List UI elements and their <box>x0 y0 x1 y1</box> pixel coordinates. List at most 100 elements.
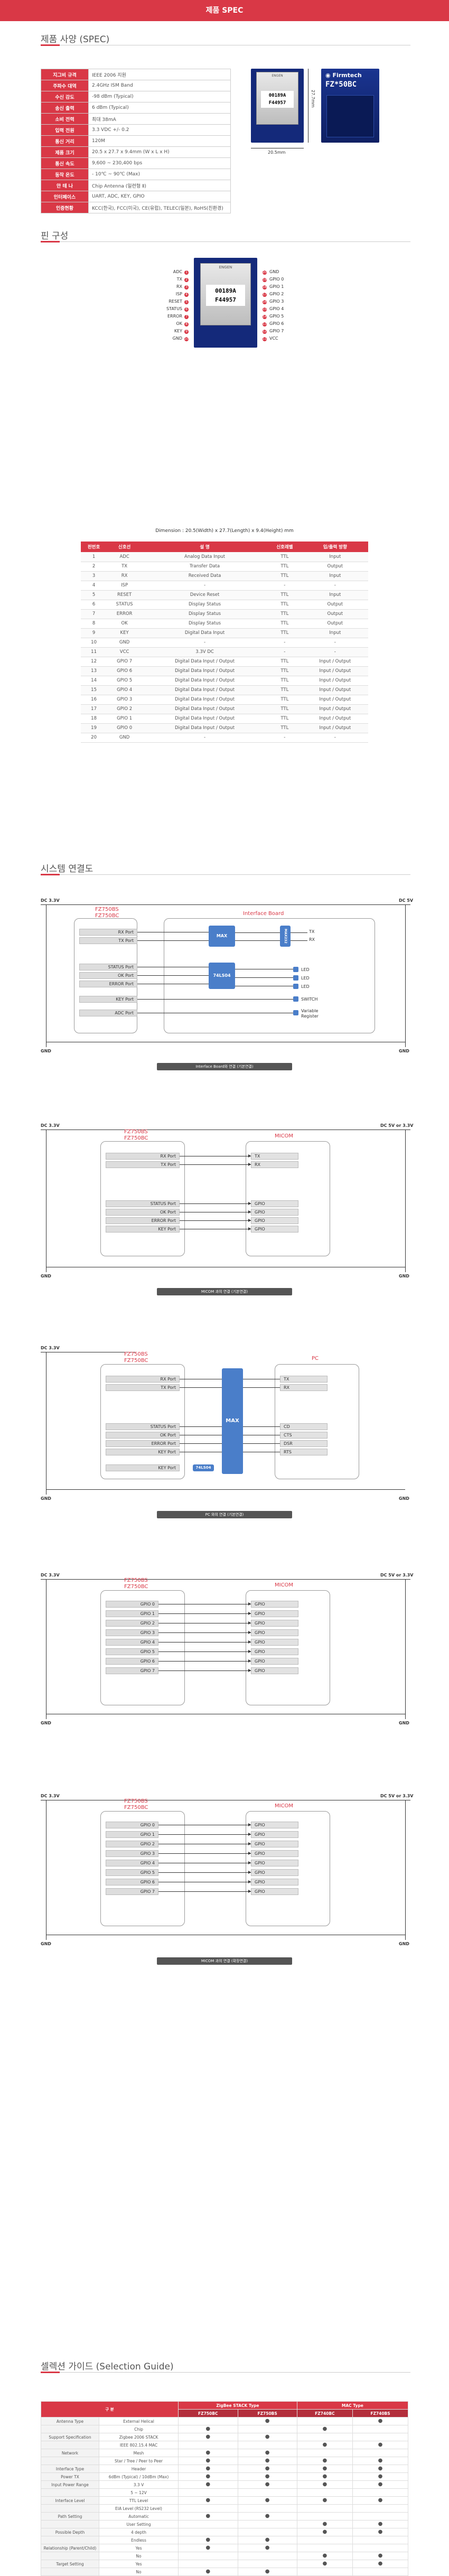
d5-arrow <box>248 1861 251 1864</box>
sel-mark: ● <box>178 2457 238 2465</box>
pin-table-cell: KEY <box>107 628 143 638</box>
d2-right: TX <box>251 1153 298 1160</box>
d4-port: GPIO 6 <box>106 1658 158 1665</box>
pin-right-dot <box>263 330 267 334</box>
d5-caption: MICOM 과의 연결 (확장연결) <box>157 1957 292 1965</box>
pin-right-label: GPIO 2 <box>269 292 284 296</box>
d3-max-chip: MAX <box>222 1368 243 1474</box>
pin-table-cell: 12 <box>81 657 107 667</box>
pin-table-cell: 3.3V DC <box>142 647 268 657</box>
pin-table-cell: Analog Data Input <box>142 552 268 562</box>
d1-tx-line <box>291 932 307 933</box>
d4-link <box>158 1632 251 1633</box>
pin-table-cell: TTL <box>267 704 302 714</box>
d4-dc33: DC 3.3V <box>41 1573 60 1578</box>
selection-divider <box>41 2372 410 2373</box>
sel-mark: ● <box>352 2528 408 2536</box>
sel-category: Network <box>41 2449 99 2457</box>
sel-mark: ● <box>296 2496 353 2505</box>
d4-arrow <box>248 1602 251 1606</box>
sel-option: 5 ~ 12V <box>99 2488 179 2497</box>
d2-link <box>180 1220 251 1221</box>
pin-table-cell: TTL <box>267 619 302 629</box>
dimension-text: Dimension : 20.5(Width) x 27.7(Length) x… <box>155 528 294 534</box>
d1-port: ADC Port <box>79 1010 137 1016</box>
d1-variable-icon <box>293 1010 298 1015</box>
spec-key: 송신 출력 <box>41 102 89 114</box>
sel-option: External Helical <box>99 2417 179 2425</box>
spec-key: 수신 감도 <box>41 91 89 102</box>
pin-table-cell: Digital Data Input / Output <box>142 695 268 705</box>
sel-mark <box>178 2441 238 2449</box>
pin-table-cell: GND <box>107 733 143 743</box>
d1-right-rail <box>405 904 406 1047</box>
d5-link <box>158 1834 251 1835</box>
pin-left-dot <box>184 330 189 334</box>
d2-right: GPIO <box>251 1200 298 1207</box>
sel-mark: ● <box>296 2560 353 2568</box>
sel-mark: ● <box>237 2568 297 2576</box>
sel-row: IEEE 802.15.4 MAC●● <box>41 2441 408 2449</box>
sel-zigbee-header: ZigBee STACK Type <box>178 2401 297 2410</box>
pin-table-cell: 10 <box>81 638 107 648</box>
sel-option: Yes <box>99 2560 179 2568</box>
d3-link-r <box>243 1426 280 1427</box>
pin-table-cell: TTL <box>267 562 302 572</box>
d2-port: TX Port <box>106 1161 180 1168</box>
d2-caption: MICOM 과의 연결 (기본연결) <box>157 1288 292 1295</box>
d2-arrow <box>248 1210 251 1214</box>
d1-port: ERROR Port <box>79 981 137 987</box>
pin-left-num: 6 <box>185 307 188 311</box>
sel-mark: ● <box>296 2528 353 2536</box>
d1-port: OK Port <box>79 972 137 979</box>
pin-left-label: TX <box>176 277 182 282</box>
pins-divider <box>41 241 410 242</box>
pin-table-cell: TTL <box>267 628 302 638</box>
sel-category: Power TX <box>41 2472 99 2481</box>
spec-key: 인증현황 <box>41 202 89 213</box>
sel-mark: ● <box>178 2480 238 2489</box>
sel-mark: ● <box>178 2425 238 2433</box>
sel-category: Interface Level <box>41 2496 99 2505</box>
pin-right-num: 17 <box>263 293 267 296</box>
d5-micom-box <box>246 1811 330 1926</box>
sel-category <box>41 2441 99 2449</box>
d2-port: ERROR Port <box>106 1217 180 1224</box>
d5-arrow <box>248 1880 251 1883</box>
sel-option: Header <box>99 2465 179 2473</box>
sel-mark <box>237 2504 297 2513</box>
sel-mark: ● <box>178 2433 238 2441</box>
sel-option: TTL Level <box>99 2496 179 2505</box>
pin-table-cell: GPIO 1 <box>107 714 143 724</box>
pin-right-dot <box>263 322 267 326</box>
sel-category <box>41 2488 99 2497</box>
sel-mark: ● <box>178 2472 238 2481</box>
sel-mark <box>237 2528 297 2536</box>
pin-table-cell: Digital Data Input / Output <box>142 714 268 724</box>
pin-table-cell: - <box>267 647 302 657</box>
d5-arrow <box>248 1871 251 1874</box>
d1-rx: RX <box>309 937 315 942</box>
d2-dc5-33: DC 5V or 3.3V <box>380 1123 414 1128</box>
pin-right-num: 14 <box>263 315 267 319</box>
d4-arrow <box>248 1621 251 1625</box>
pin-left-num: 7 <box>185 315 188 319</box>
spec-key: 소비 전력 <box>41 113 89 125</box>
d3-link-l <box>180 1387 222 1388</box>
d1-port-line <box>137 975 209 976</box>
sel-category <box>41 2425 99 2433</box>
d1-port: TX Port <box>79 937 137 944</box>
pin-table-cell: 8 <box>81 619 107 629</box>
d4-right: GPIO <box>251 1601 298 1608</box>
sel-option: Zigbee 2006 STACK <box>99 2433 179 2441</box>
d5-gnd-right: GND <box>399 1942 409 1946</box>
